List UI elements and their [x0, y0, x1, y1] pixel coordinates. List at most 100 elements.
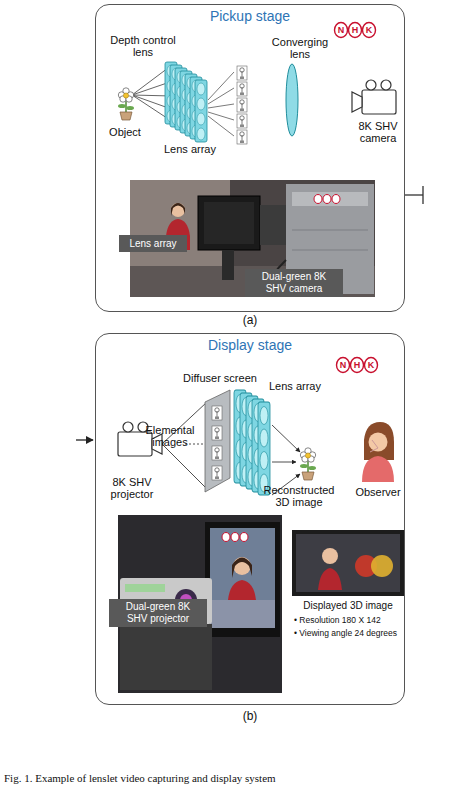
display-photo — [318, 568, 342, 590]
image-rays — [208, 116, 234, 136]
pickup-photo — [171, 203, 185, 216]
elemental-image-icons — [237, 98, 247, 112]
object-flower — [118, 88, 134, 120]
pickup-photo — [314, 195, 322, 204]
object-flower — [118, 88, 134, 120]
nhk-logo — [351, 358, 364, 373]
image-rays — [208, 88, 234, 104]
camera-symbol — [352, 80, 396, 114]
display-photo — [210, 600, 275, 628]
display-photo — [205, 522, 280, 637]
pickup-photo — [130, 266, 375, 297]
reconstructed-flower — [300, 448, 316, 480]
display-photo — [232, 558, 252, 579]
part-label: Elemental images — [138, 424, 202, 449]
display-photo — [371, 555, 393, 577]
part-label: Lens array — [262, 380, 328, 392]
callout-text: Dual-green 8K SHV camera — [256, 271, 332, 295]
pickup-photo — [332, 195, 340, 204]
display-photo — [228, 580, 256, 600]
display-photo — [125, 584, 165, 592]
nhk-logo — [363, 23, 376, 38]
photo-callout: Lens array — [119, 235, 187, 252]
nhk-logo — [335, 23, 348, 38]
pickup-photo — [198, 196, 260, 250]
panel-caption: (a) — [230, 314, 270, 327]
callout-text: Dual-green 8K SHV projector — [118, 601, 198, 625]
nhk-logo — [349, 23, 362, 38]
display-photo — [322, 548, 338, 564]
observer-figure — [364, 422, 394, 460]
elemental-image-icons — [237, 66, 247, 80]
display-photo — [210, 528, 275, 628]
pickup-photo — [222, 250, 234, 280]
output-stub — [405, 186, 423, 204]
projection-rays — [162, 444, 207, 489]
input-arrow — [76, 440, 93, 441]
reconstructed-flower — [300, 448, 316, 480]
camera-symbol — [352, 80, 396, 114]
reconstruction-rays — [272, 462, 296, 463]
diffuser-screen-symbol — [205, 390, 230, 492]
nhk-logo — [365, 358, 378, 373]
logo-letter: K — [364, 360, 378, 370]
photo-callout: Dual-green 8K SHV camera — [245, 269, 343, 297]
projection-rays — [185, 444, 205, 445]
photo-callout: Dual-green 8K SHV projector — [109, 599, 207, 627]
stage-title: Display stage — [96, 337, 404, 353]
logo-letter: N — [334, 25, 348, 35]
pickup-photo — [171, 203, 185, 217]
photo-label: Displayed 3D image — [292, 600, 404, 611]
elemental-image-icons — [237, 82, 247, 96]
panel-caption: (b) — [230, 710, 270, 723]
lens-array-symbol — [195, 80, 207, 142]
part-label: Depth control lens — [110, 34, 176, 59]
spec-note: • Resolution 180 X 142 — [294, 616, 406, 626]
reconstruction-rays — [272, 425, 300, 452]
pickup-photo — [204, 202, 254, 244]
callout-text: Lens array — [129, 238, 176, 250]
logo-letter: N — [336, 360, 350, 370]
part-label: Reconstructed 3D image — [256, 484, 342, 509]
pickup-photo — [292, 230, 368, 231]
lens-array-symbol — [258, 402, 270, 495]
observer-figure — [369, 433, 388, 452]
elemental-image-icons — [237, 114, 247, 128]
diffuser-screen-symbol — [212, 466, 222, 480]
pickup-photo — [130, 180, 375, 297]
display-photo — [296, 534, 400, 592]
part-label: Diffuser screen — [172, 372, 268, 384]
display-photo — [120, 624, 212, 690]
diffuser-screen-symbol — [212, 446, 222, 460]
converging-lens-symbol — [286, 64, 298, 136]
stage-panel: Display stageDual-green 8K SHV projector — [95, 333, 405, 705]
converging-lens-symbol — [286, 64, 298, 136]
part-label: Lens array — [155, 143, 225, 155]
part-label: 8K SHV projector — [98, 476, 166, 501]
diffuser-screen-symbol — [212, 426, 222, 440]
lens-array-symbol — [165, 62, 207, 142]
figure-caption: Fig. 1. Example of lenslet video capturi… — [4, 772, 470, 784]
pickup-photo — [260, 205, 286, 245]
display-photo — [292, 530, 404, 596]
output-stub — [422, 186, 423, 204]
display-photo — [222, 533, 230, 542]
pickup-photo — [130, 180, 375, 297]
display-photo — [118, 515, 404, 693]
image-rays — [208, 72, 234, 136]
elemental-image-icons — [237, 130, 247, 144]
pickup-photo — [323, 195, 331, 204]
logo-letter: K — [362, 25, 376, 35]
part-label: Converging lens — [266, 36, 334, 61]
logo-letter: H — [350, 360, 364, 370]
observer-figure — [362, 422, 394, 482]
display-photo — [231, 533, 239, 542]
elemental-image-icons — [237, 66, 247, 144]
observer-figure — [362, 456, 394, 482]
logo-letter: H — [348, 25, 362, 35]
image-rays — [208, 104, 234, 108]
pickup-photo — [292, 192, 368, 206]
object-rays — [132, 68, 168, 95]
